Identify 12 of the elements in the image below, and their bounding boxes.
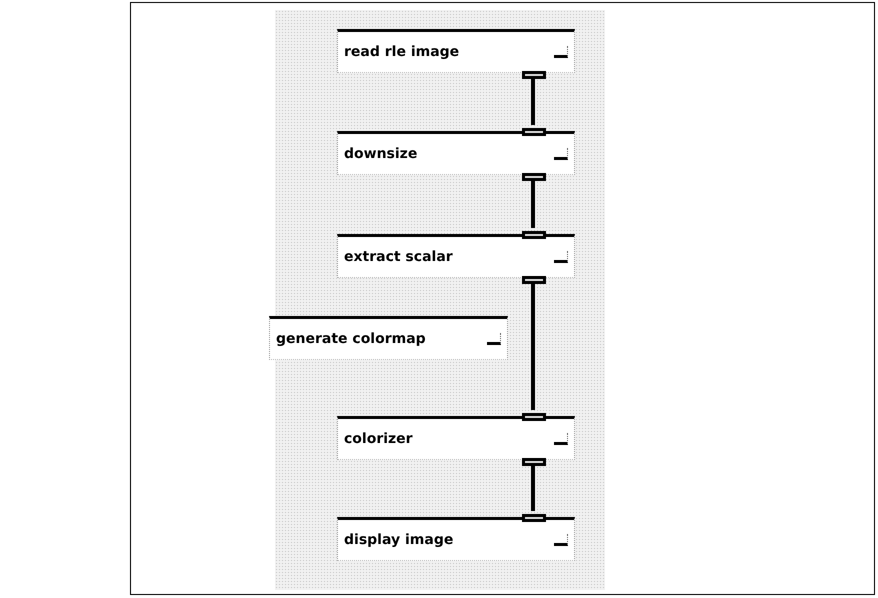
module-label: downsize bbox=[344, 146, 418, 162]
module-box bbox=[337, 517, 575, 561]
module-label: read rle image bbox=[344, 44, 460, 60]
connection-line bbox=[531, 181, 535, 228]
connection-line bbox=[531, 284, 535, 410]
module-label: colorizer bbox=[344, 431, 414, 447]
module-label: extract scalar bbox=[344, 249, 454, 265]
connection-line bbox=[531, 79, 535, 125]
connection-line bbox=[531, 466, 535, 511]
module-label: display image bbox=[344, 532, 454, 548]
module-box bbox=[269, 316, 508, 360]
module-label: generate colormap bbox=[276, 331, 427, 347]
